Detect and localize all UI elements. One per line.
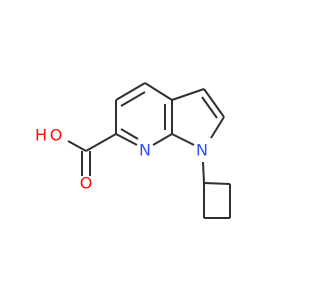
bond-ring-n7-c6-inner — [120, 128, 139, 140]
bond-n1-cyclobutyl — [202, 161, 205, 184]
structure-canvas: H O O N N — [35, 82, 231, 219]
bond-ring-n7-c6 — [115, 133, 138, 146]
bond-ring-n1-c7a — [171, 133, 195, 146]
hydroxyl-hydrogen-label: H — [35, 126, 47, 145]
bond-ring-c7a-n7 — [152, 133, 173, 146]
pyridine-nitrogen-label: N — [139, 141, 151, 160]
pyrrole-nitrogen-label: N — [196, 141, 208, 160]
bond-ring-c3-c2-inner — [201, 96, 218, 119]
chemical-structure-diagram: H O O N N — [35, 82, 231, 219]
bond-ring-c5-c4-inner — [120, 91, 146, 107]
bond-ring-c3-c2 — [203, 88, 225, 118]
carbonyl-oxygen-label: O — [80, 174, 93, 193]
hydroxyl-oxygen-label: O — [50, 126, 63, 145]
bond-ring-c5-c4 — [115, 82, 146, 101]
bond-ring-c3a-c3 — [171, 88, 205, 101]
bond-cyclobutyl-1 — [203, 182, 231, 185]
bond-ring-c2-n1 — [210, 116, 225, 139]
bond-c6-carboxyl-carbon — [85, 133, 117, 152]
bond-carboxyl-c-oh — [67, 140, 87, 152]
bond-ring-c4-c3a — [144, 82, 173, 101]
